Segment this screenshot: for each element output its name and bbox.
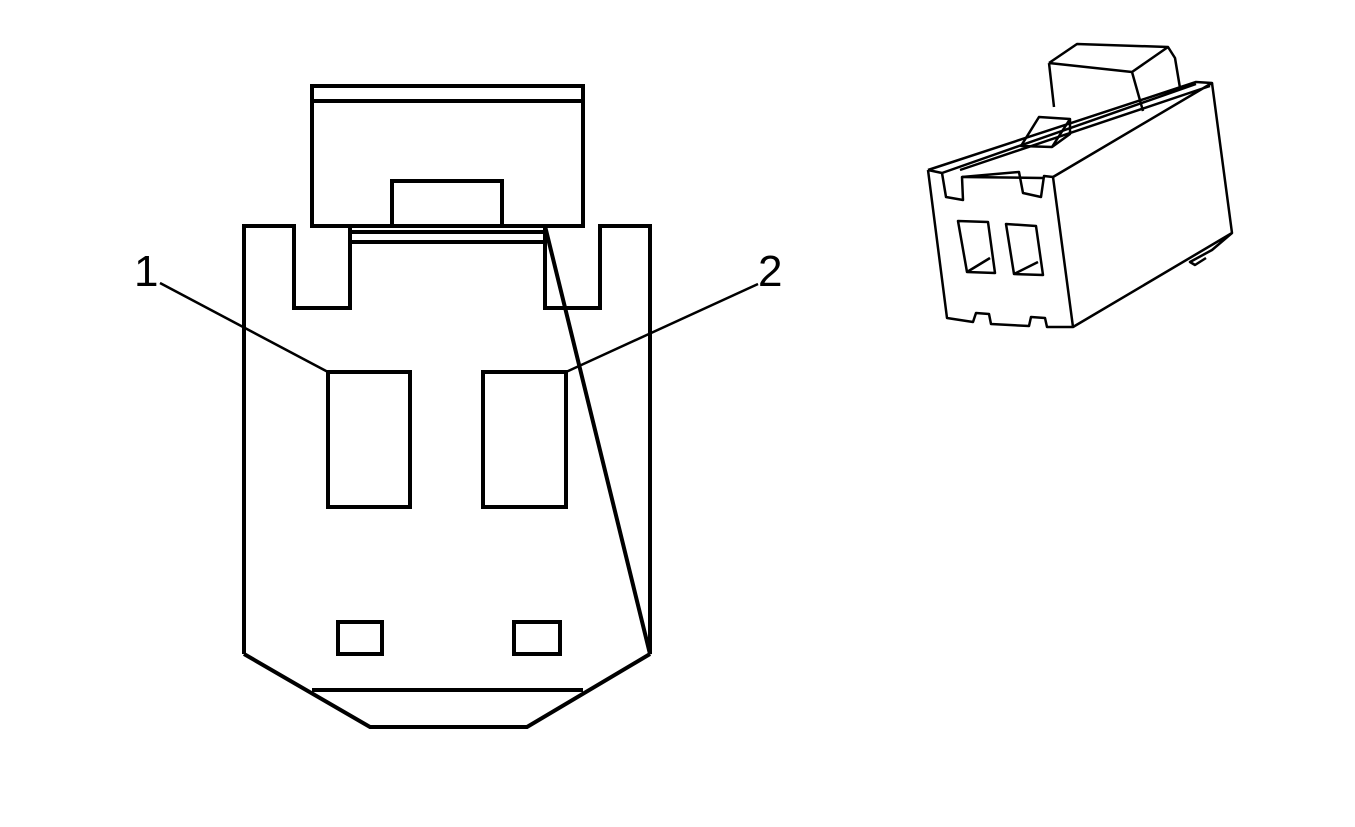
connector-bottom-bevel [242, 652, 652, 729]
tab [336, 620, 384, 656]
leader-line-2 [565, 282, 759, 374]
connector-isometric-view [926, 42, 1234, 329]
connector-end-view: 1 2 [134, 84, 782, 729]
tab [512, 620, 562, 656]
callout-1: 1 [134, 247, 158, 296]
leader-line-1 [159, 281, 329, 374]
terminal-cavity-2 [481, 370, 568, 509]
terminal-cavity-1 [326, 370, 412, 509]
callout-2: 2 [758, 247, 782, 296]
connector-body [242, 224, 652, 655]
latch [310, 84, 585, 228]
